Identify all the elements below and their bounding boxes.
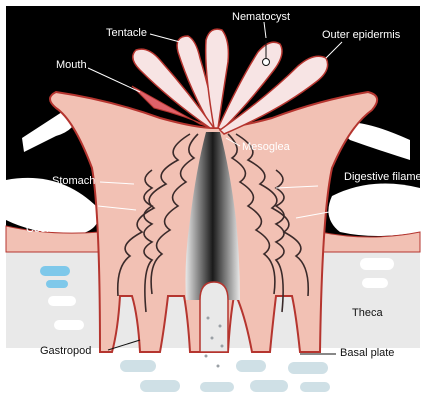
nematocyst-circle xyxy=(263,59,270,66)
label-gastrodermis: Gastrodermis xyxy=(26,199,93,211)
label-mouth: Mouth xyxy=(56,59,87,71)
label-coenosarc: Coenosarc xyxy=(26,223,80,235)
label-nematocyst: Nematocyst xyxy=(232,11,290,23)
label-gastropod: Gastropod xyxy=(40,345,91,357)
gastropod-hole xyxy=(200,282,228,352)
label-mesoglea: Mesoglea xyxy=(242,141,291,153)
label-digestive-filament: Digestive filament xyxy=(344,171,426,183)
label-tentacle: Tentacle xyxy=(106,27,147,39)
label-outer-epidermis: Outer epidermis xyxy=(322,29,401,41)
label-theca: Theca xyxy=(352,307,383,319)
label-septum: Septum xyxy=(344,205,382,217)
label-basal-plate: Basal plate xyxy=(340,347,394,359)
label-stomach: Stomach xyxy=(52,175,95,187)
